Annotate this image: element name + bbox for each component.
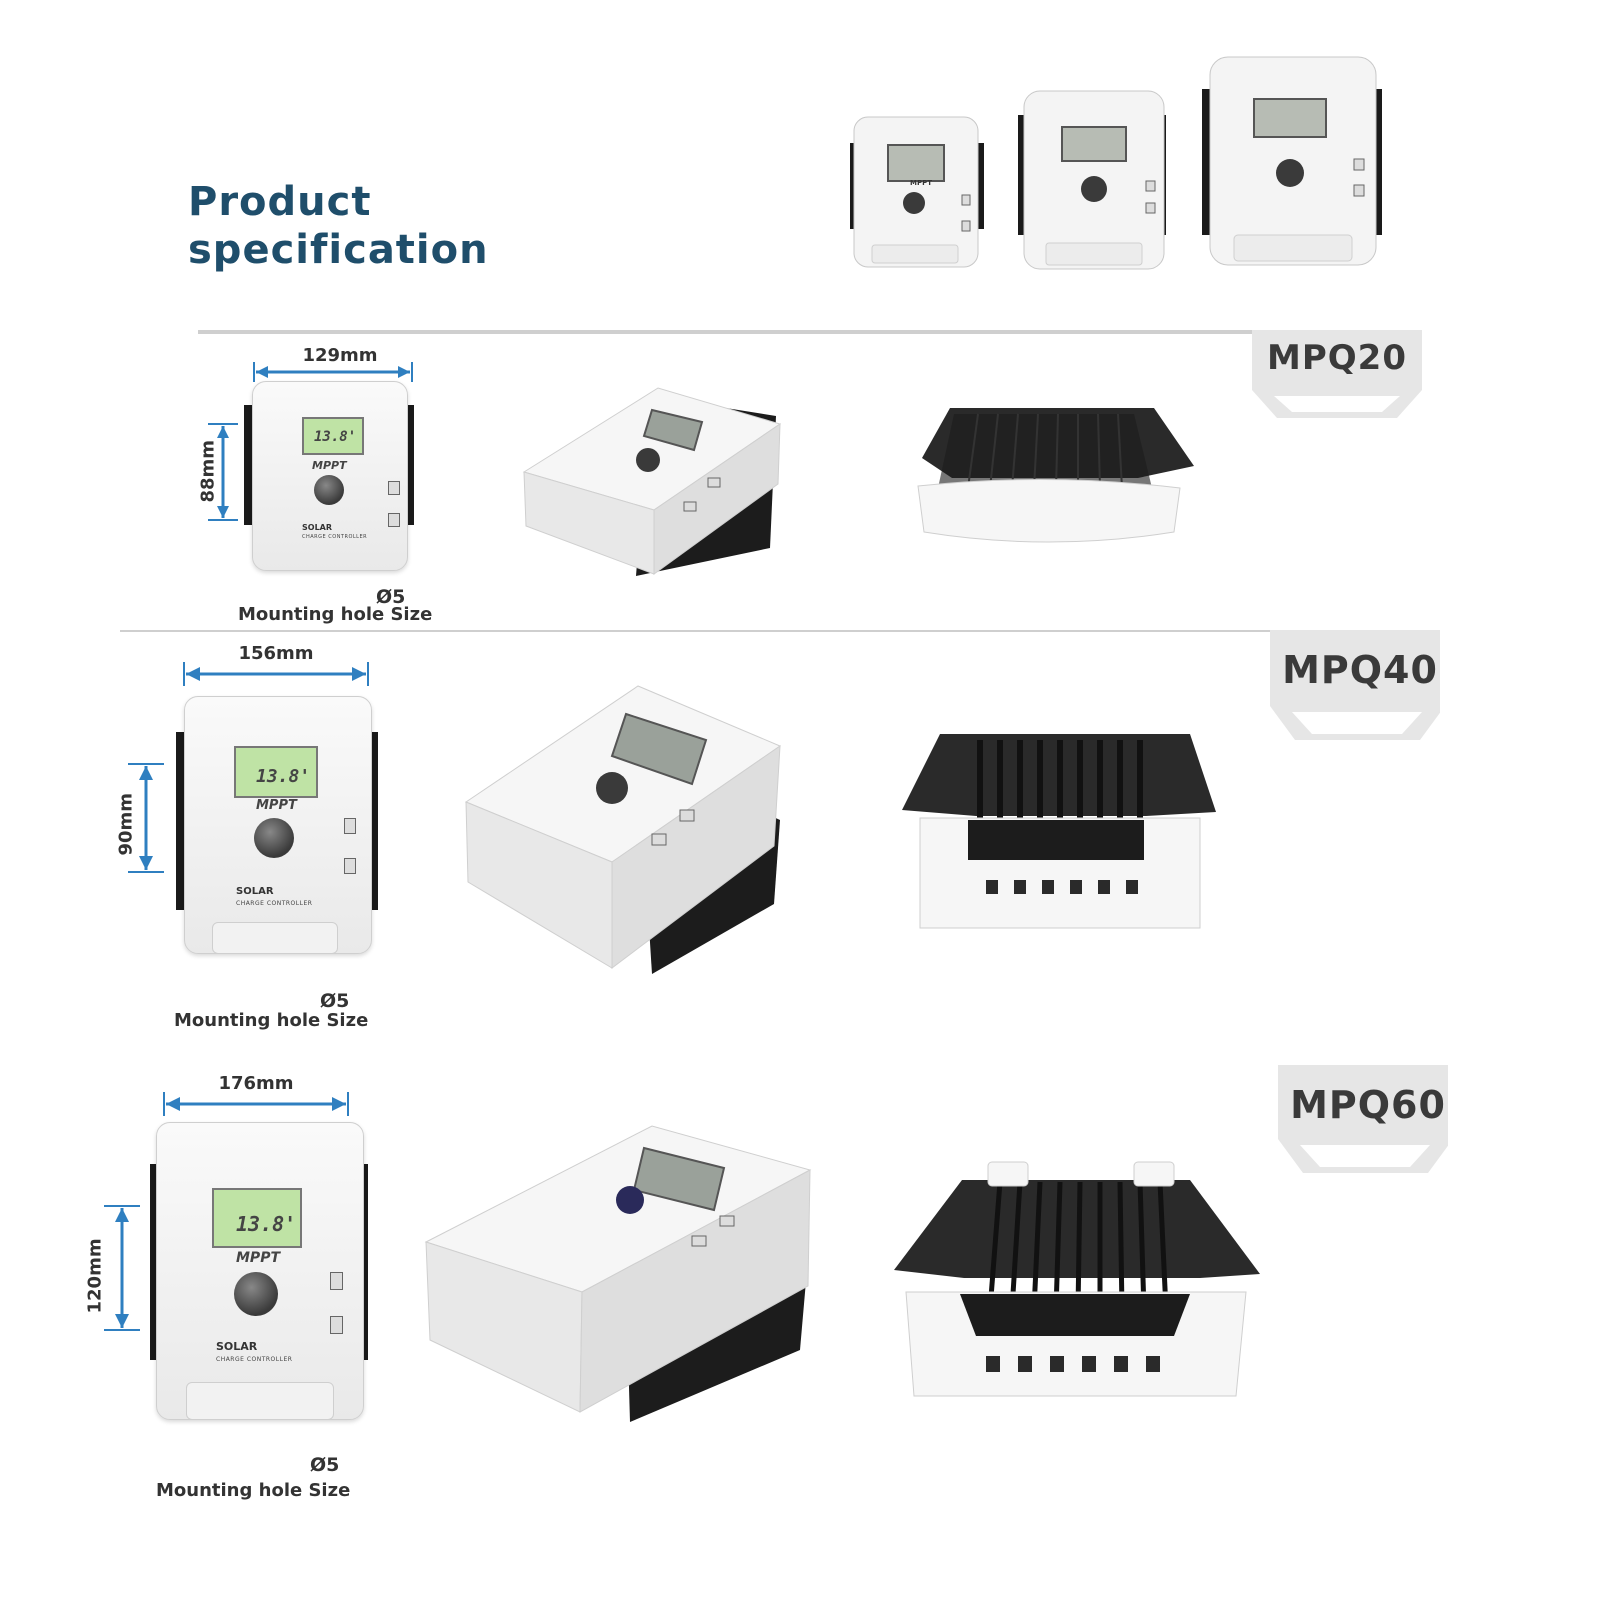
- lcd-screen: [212, 1188, 302, 1248]
- heatsink-view: [917, 408, 1194, 543]
- height-dimension-arrow: [104, 1205, 140, 1331]
- usb-port: [344, 858, 356, 874]
- front-view-device: 13.8' MPPT SOLAR CHARGE CONTROLLER: [176, 690, 380, 962]
- mounting-hole-label: Mounting hole Size: [174, 1010, 369, 1031]
- front-view-device: 13.8' MPPT SOLAR CHARGE CONTROLLER: [244, 375, 424, 575]
- model-badge-mpq60: MPQ60: [1278, 1065, 1448, 1173]
- control-knob: [314, 475, 344, 505]
- terminal-cover: [186, 1382, 334, 1420]
- mppt-label: MPPT: [236, 1250, 281, 1266]
- brand-label: SOLAR: [236, 886, 274, 897]
- model-name: MPQ20: [1267, 338, 1407, 378]
- width-dimension-label: 176mm: [218, 1073, 294, 1094]
- perspective-view-device: [522, 387, 782, 576]
- model-name: MPQ40: [1282, 648, 1438, 692]
- mounting-hole-symbol: Ø5: [376, 586, 406, 608]
- model-name: MPQ60: [1290, 1083, 1446, 1127]
- perspective-view-device: [424, 1125, 812, 1422]
- usb-port: [330, 1272, 343, 1290]
- usb-port: [330, 1316, 343, 1334]
- control-knob: [254, 818, 294, 858]
- brand-label: SOLAR: [302, 523, 333, 532]
- brand-subtitle: CHARGE CONTROLLER: [236, 900, 313, 907]
- height-dimension-arrow: [128, 763, 164, 873]
- hero-mppt-small: MPPT: [910, 179, 932, 187]
- page-title: Product specification: [188, 178, 489, 274]
- lcd-reading: 13.8': [256, 766, 311, 787]
- height-dimension-label: 120mm: [84, 1238, 106, 1314]
- section-divider-2: [120, 630, 1270, 632]
- mounting-hole-symbol: Ø5: [310, 1454, 340, 1476]
- hero-product-lineup: MPPT: [850, 56, 1382, 270]
- brand-label: SOLAR: [216, 1340, 258, 1353]
- heatsink-view: [894, 1161, 1260, 1397]
- width-dimension-arrow: [183, 662, 369, 686]
- hero-device-large: [1202, 56, 1382, 266]
- mounting-hole-label: Mounting hole Size: [156, 1480, 351, 1501]
- lcd-screen: [234, 746, 318, 798]
- section-divider-1: [198, 330, 1422, 334]
- hero-device-medium: [1018, 90, 1166, 270]
- usb-port: [388, 513, 400, 527]
- brand-subtitle: CHARGE CONTROLLER: [302, 534, 368, 540]
- usb-port: [388, 481, 400, 495]
- lcd-screen: [302, 417, 364, 455]
- front-view-device: 13.8' MPPT SOLAR CHARGE CONTROLLER: [150, 1118, 370, 1428]
- mounting-hole-label: Mounting hole Size: [238, 604, 433, 625]
- model-badge-mpq20: MPQ20: [1252, 330, 1422, 420]
- control-knob: [234, 1272, 278, 1316]
- lcd-reading: 13.8': [236, 1212, 297, 1236]
- brand-subtitle: CHARGE CONTROLLER: [216, 1356, 293, 1363]
- perspective-view-device: [464, 685, 782, 974]
- mppt-label: MPPT: [256, 798, 297, 813]
- mppt-label: MPPT: [312, 459, 347, 472]
- hero-device-small: MPPT: [850, 116, 984, 268]
- page-title-line1: Product: [188, 179, 372, 225]
- lcd-reading: 13.8': [314, 429, 357, 445]
- height-dimension-arrow: [208, 423, 238, 521]
- width-dimension-label: 156mm: [238, 643, 314, 664]
- heatsink-view: [902, 734, 1216, 929]
- width-dimension-label: 129mm: [302, 345, 378, 366]
- width-dimension-arrow: [163, 1092, 349, 1116]
- terminal-cover: [212, 922, 338, 954]
- width-dimension-arrow: [253, 362, 413, 382]
- usb-port: [344, 818, 356, 834]
- page-title-line2: specification: [188, 227, 489, 273]
- model-badge-mpq40: MPQ40: [1270, 630, 1440, 740]
- mounting-hole-symbol: Ø5: [320, 990, 350, 1012]
